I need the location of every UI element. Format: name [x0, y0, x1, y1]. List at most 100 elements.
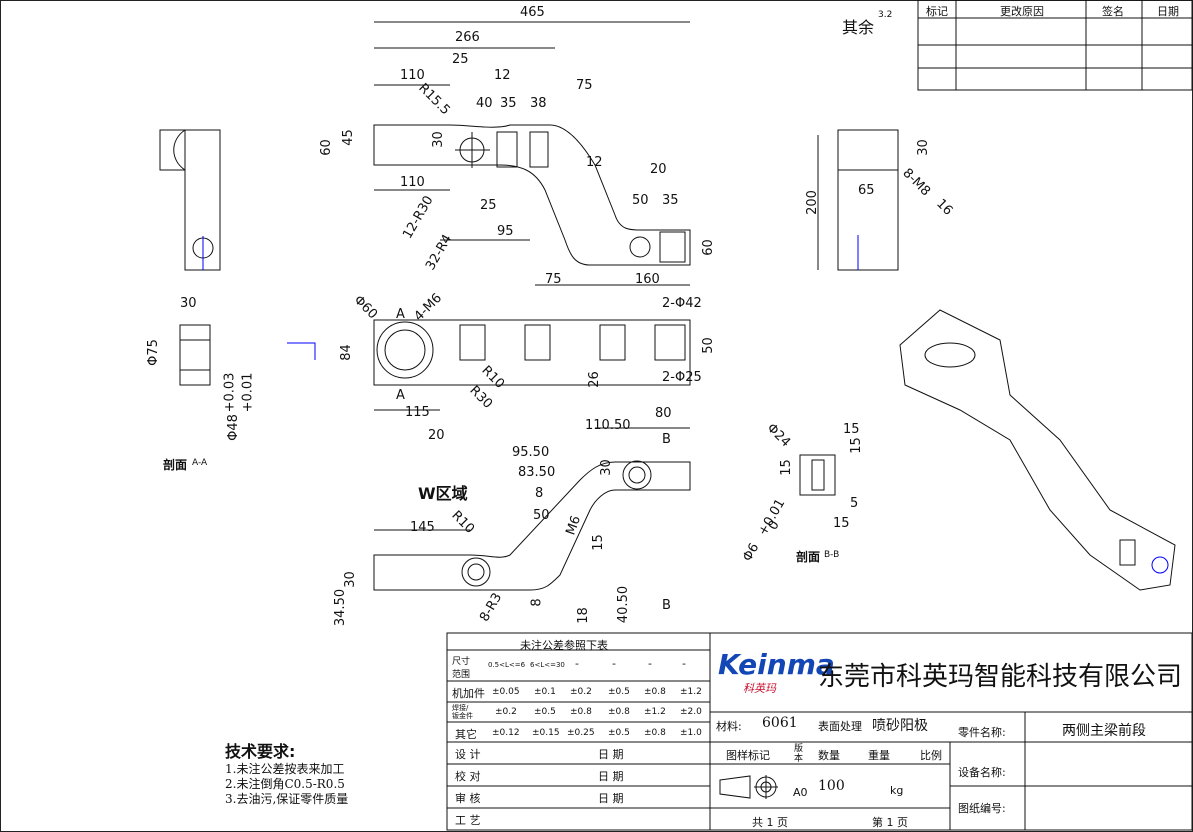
sign-row-check-date: 日 期	[598, 770, 624, 783]
dim-label: 25	[452, 52, 469, 67]
dim-label: B	[662, 432, 671, 447]
dim-label: 45	[340, 129, 356, 146]
dim-label: 20	[650, 162, 667, 177]
dim-label: 110	[400, 68, 425, 83]
dim-label: 34.50	[333, 588, 349, 627]
device-name-label: 设备名称:	[958, 766, 1006, 779]
dim-label: 15	[778, 459, 794, 476]
bottom-view	[373, 461, 691, 591]
dim-label: 18	[575, 607, 591, 624]
rev-header-sign: 签名	[1102, 5, 1124, 18]
sign-row-review: 审 核	[455, 792, 481, 805]
tol-row2-c1: ±0.12	[492, 728, 520, 738]
tol-row0-c6: ±1.2	[680, 687, 702, 697]
quantity-value: 100	[818, 778, 845, 794]
dim-label: 8	[529, 598, 545, 607]
dim-label: 83.50	[518, 465, 556, 480]
tol-row1-c5: ±1.2	[644, 707, 666, 717]
dim-label: 30	[598, 459, 614, 476]
dim-label: Φ48	[225, 414, 241, 441]
sign-row-process: 工 艺	[455, 814, 481, 827]
dim-label: 25	[480, 198, 497, 213]
tolerance-title: 未注公差参照下表	[520, 639, 608, 652]
dim-label: 75	[545, 272, 562, 287]
dim-label: 50	[632, 193, 649, 208]
tol-row1-c2: ±0.5	[534, 707, 556, 717]
rev-header-mark: 标记	[926, 5, 948, 18]
dim-label: 110.50	[585, 418, 631, 433]
tech-requirement-item: 3.去油污,保证零件质量	[225, 792, 349, 806]
dim-label: 8	[535, 486, 544, 501]
dim-label: 38	[530, 96, 547, 111]
company-logo: Keinma	[718, 648, 835, 681]
section-aa	[179, 324, 211, 386]
dim-label: 12	[494, 68, 511, 83]
dim-label: 115	[405, 405, 430, 420]
dim-label: 15	[590, 534, 606, 551]
projection-symbol-icon	[719, 775, 778, 799]
section-aa-tag: A-A	[192, 458, 208, 468]
dim-label: 60	[700, 239, 716, 256]
dim-label: 35	[662, 193, 679, 208]
surface-roughness-value: 3.2	[878, 10, 893, 20]
dim-label: A	[396, 307, 405, 322]
tech-requirement-item: 2.未注倒角C0.5-R0.5	[225, 777, 345, 791]
dim-label: 2-Φ42	[662, 296, 702, 311]
company-name: 东莞市科英玛智能科技有限公司	[818, 662, 1183, 692]
material-value: 6061	[762, 715, 798, 731]
tech-requirement-item: 1.未注公差按表来加工	[225, 762, 345, 776]
right-side-view	[837, 129, 899, 271]
tol-row1-c4: ±0.8	[608, 707, 630, 717]
tol-row0-c5: ±0.8	[644, 687, 666, 697]
dim-label: 65	[858, 183, 875, 198]
tol-row0-label: 机加件	[452, 687, 485, 700]
section-bb-tag: B-B	[824, 550, 840, 560]
dim-label: +0.03	[222, 372, 238, 413]
scale-label: 比例	[920, 749, 942, 762]
dim-label: 15	[843, 422, 860, 437]
part-name-label: 零件名称:	[958, 726, 1006, 739]
front-view	[373, 124, 691, 266]
tol-row2-c3: ±0.25	[567, 728, 595, 738]
version-label: 版本	[794, 744, 804, 764]
dim-label: 60	[318, 139, 334, 156]
dim-label: 2-Φ25	[662, 370, 702, 385]
dim-label: 160	[635, 272, 660, 287]
tol-row1-label: 焊接/ 钣金件	[452, 704, 473, 720]
sign-row-design: 设 计	[455, 748, 481, 761]
dim-label: 30	[180, 296, 197, 311]
tol-row1-c1: ±0.2	[495, 707, 517, 717]
tol-header-1: 0.5<L<=6	[488, 661, 526, 669]
drawing-no-label: 图纸编号:	[958, 802, 1006, 815]
dim-label: 50	[533, 508, 550, 523]
dim-label: 30	[342, 571, 358, 588]
tol-header-0: 尺寸 范围	[452, 657, 471, 680]
dim-label: B	[662, 598, 671, 613]
tol-row0-c3: ±0.2	[570, 687, 592, 697]
tol-header-5: -	[648, 657, 652, 670]
isometric-view	[899, 309, 1176, 591]
dim-label: 35	[500, 96, 517, 111]
dim-label: +0.01	[240, 372, 256, 413]
dim-label: 50	[700, 337, 716, 354]
dim-label: A	[396, 388, 405, 403]
dim-label: 200	[804, 190, 820, 215]
total-pages: 共 1 页	[752, 816, 788, 829]
tol-row2-c4: ±0.5	[608, 728, 630, 738]
dim-label: 15	[833, 516, 850, 531]
dim-label: 12	[586, 155, 603, 170]
tol-header-3: -	[575, 657, 579, 670]
title-block-grid	[446, 632, 1193, 831]
w-zone-label: W区域	[418, 484, 468, 503]
dim-label: 266	[455, 30, 480, 45]
top-view	[373, 319, 691, 386]
surface-label: 表面处理	[818, 720, 862, 733]
sign-row-check: 校 对	[455, 770, 481, 783]
material-label: 材料:	[716, 720, 742, 733]
tol-row1-c3: ±0.8	[570, 707, 592, 717]
tol-row2-label: 其它	[455, 728, 477, 741]
sign-row-design-date: 日 期	[598, 748, 624, 761]
dim-label: 75	[576, 78, 593, 93]
weight-label: 重量	[868, 749, 890, 762]
tol-row2-c6: ±1.0	[680, 728, 702, 738]
